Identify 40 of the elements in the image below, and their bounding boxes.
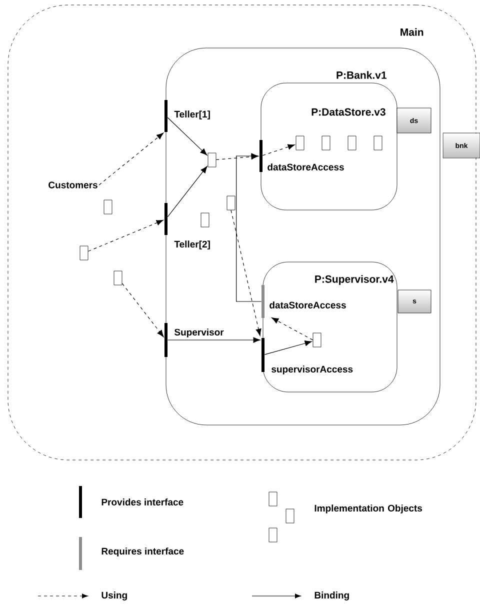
legend-label: Requires interface [102, 548, 184, 556]
actor-label: Customers [48, 182, 98, 188]
object-box [348, 136, 356, 150]
arrow [167, 117, 208, 156]
legend-label: Using [102, 592, 127, 600]
object-box [322, 136, 330, 150]
node-label: dataStoreAccess [268, 164, 344, 170]
object-box [208, 152, 216, 168]
legend-label: Provides interface [102, 498, 184, 506]
arrow [230, 210, 262, 336]
arrow [88, 220, 164, 252]
interface-port: Teller[1] [164, 100, 210, 132]
interface-port: Teller[2] [164, 203, 210, 250]
interface-port: dataStoreAccess [260, 140, 344, 172]
node-label: dataStoreAccess [270, 302, 346, 308]
arrow [167, 337, 260, 343]
object-box [200, 212, 210, 228]
object-box [226, 196, 236, 210]
arrow [167, 166, 208, 218]
object-box [312, 332, 322, 348]
interface-port: dataStoreAccess [262, 285, 346, 318]
node-label: Teller[2] [174, 240, 210, 250]
node-label: supervisorAccess [272, 366, 353, 374]
node-label: Supervisor [174, 328, 224, 338]
arrow [236, 153, 262, 302]
arrow [98, 132, 164, 186]
interface-port: supervisorAccess [262, 338, 353, 374]
object-box [80, 246, 88, 260]
interface-port: Supervisor [164, 323, 224, 357]
object-box [296, 136, 304, 150]
object-box [114, 270, 122, 286]
object-box [374, 136, 382, 150]
arrow [264, 340, 312, 355]
node-label: Teller[1] [174, 110, 210, 120]
legend-label: Binding [314, 592, 349, 600]
object-box [104, 200, 112, 214]
arrow [122, 283, 164, 338]
arrow [262, 144, 295, 156]
legend-label: Implementation Objects [314, 504, 422, 514]
arrow [272, 318, 314, 340]
